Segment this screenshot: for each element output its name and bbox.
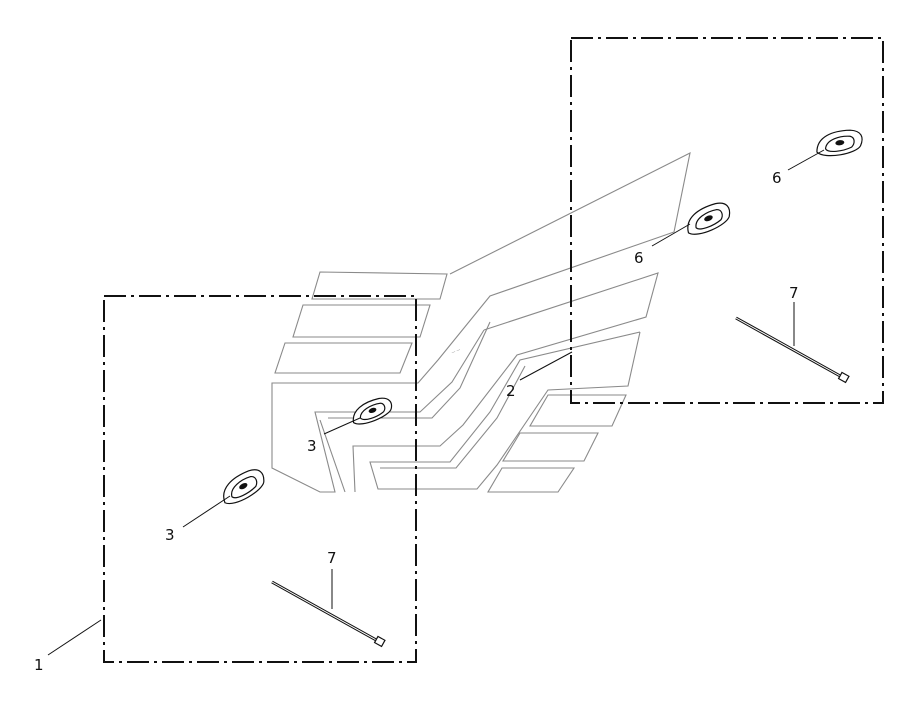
cable-tie-left [271, 580, 386, 648]
decal-inner-edge-2 [319, 419, 346, 493]
decal-stripe-lower [274, 342, 413, 374]
decal-fine-print: — — [451, 347, 461, 355]
decal-inner-edge-3 [328, 321, 491, 419]
decal-stripe-right-top [529, 394, 627, 427]
decal-stripe-right-lower [487, 467, 576, 493]
callout-7-right: 7 [789, 284, 799, 302]
decal-stripe-middle [292, 304, 431, 338]
callout-2: 2 [506, 382, 516, 400]
kit-box-left [103, 295, 417, 663]
callout-3-lower: 3 [165, 526, 175, 544]
leader-lines [47, 149, 825, 656]
callout-1: 1 [34, 656, 44, 674]
decal-stripe-top [311, 271, 448, 300]
kit-box-right [570, 37, 884, 404]
mounting-base-3a [352, 397, 393, 425]
mounting-base-6a [687, 202, 731, 235]
decal-main-body [271, 151, 691, 493]
callout-6-lower: 6 [634, 249, 644, 267]
mounting-base-6b [816, 129, 863, 157]
cable-tie-right [735, 316, 850, 384]
decal-inner-edge [352, 272, 659, 493]
decal-lower-channel [369, 331, 641, 490]
decal-stripe-right-middle [502, 432, 599, 462]
mounting-base-3b [223, 469, 265, 505]
callout-6-upper: 6 [772, 169, 782, 187]
decal-lower-channel-inner [380, 365, 526, 469]
callout-3-upper: 3 [307, 437, 317, 455]
decal-outline: — — [271, 151, 691, 493]
callout-7-left: 7 [327, 549, 337, 567]
